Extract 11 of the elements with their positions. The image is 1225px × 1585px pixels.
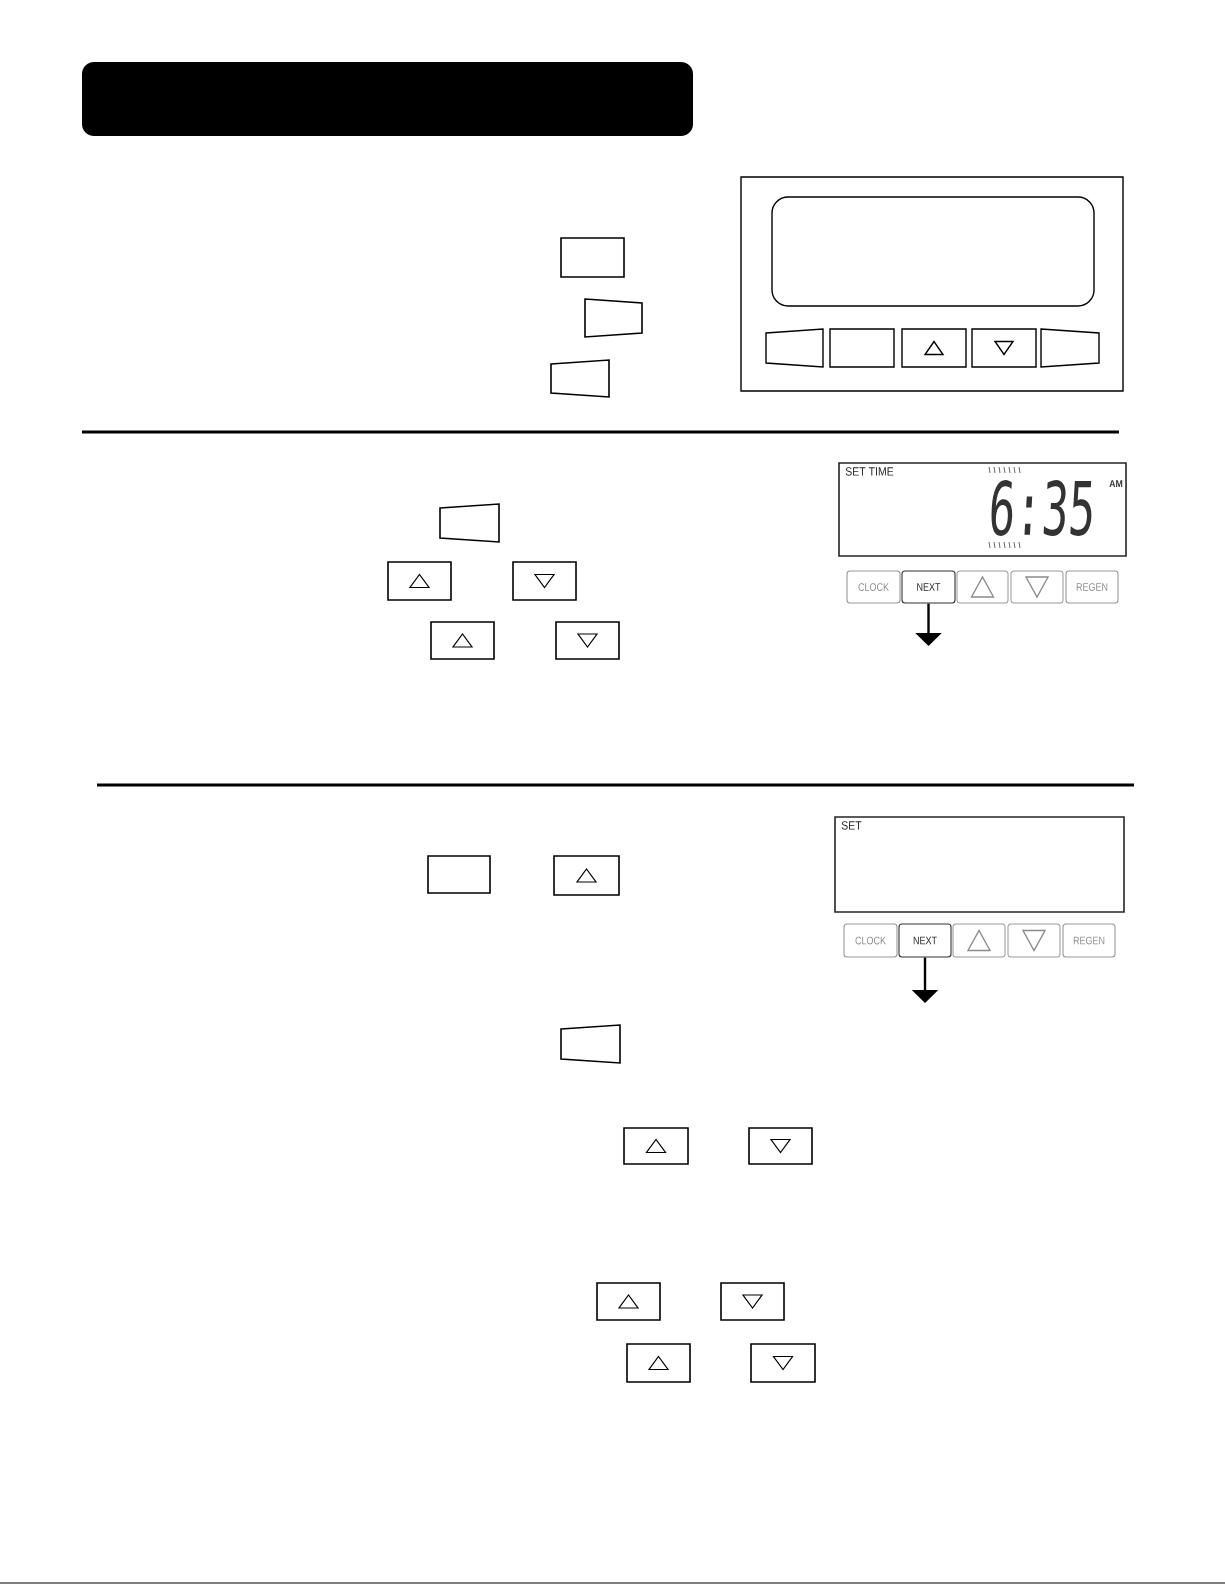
panel-button: CLOCK — [843, 923, 898, 958]
screen-label: SET TIME — [845, 467, 894, 476]
panel-button: NEXT — [898, 923, 952, 958]
screen-label: SET — [841, 821, 862, 830]
title-bar — [82, 62, 693, 136]
screen-label: AM — [1109, 480, 1123, 488]
panel-button: CLOCK — [846, 570, 901, 604]
panel-button: REGEN — [1065, 570, 1119, 604]
time-readout: 6:35 — [991, 480, 1092, 536]
panel-button: NEXT — [901, 570, 956, 604]
panel-button: REGEN — [1062, 923, 1116, 958]
